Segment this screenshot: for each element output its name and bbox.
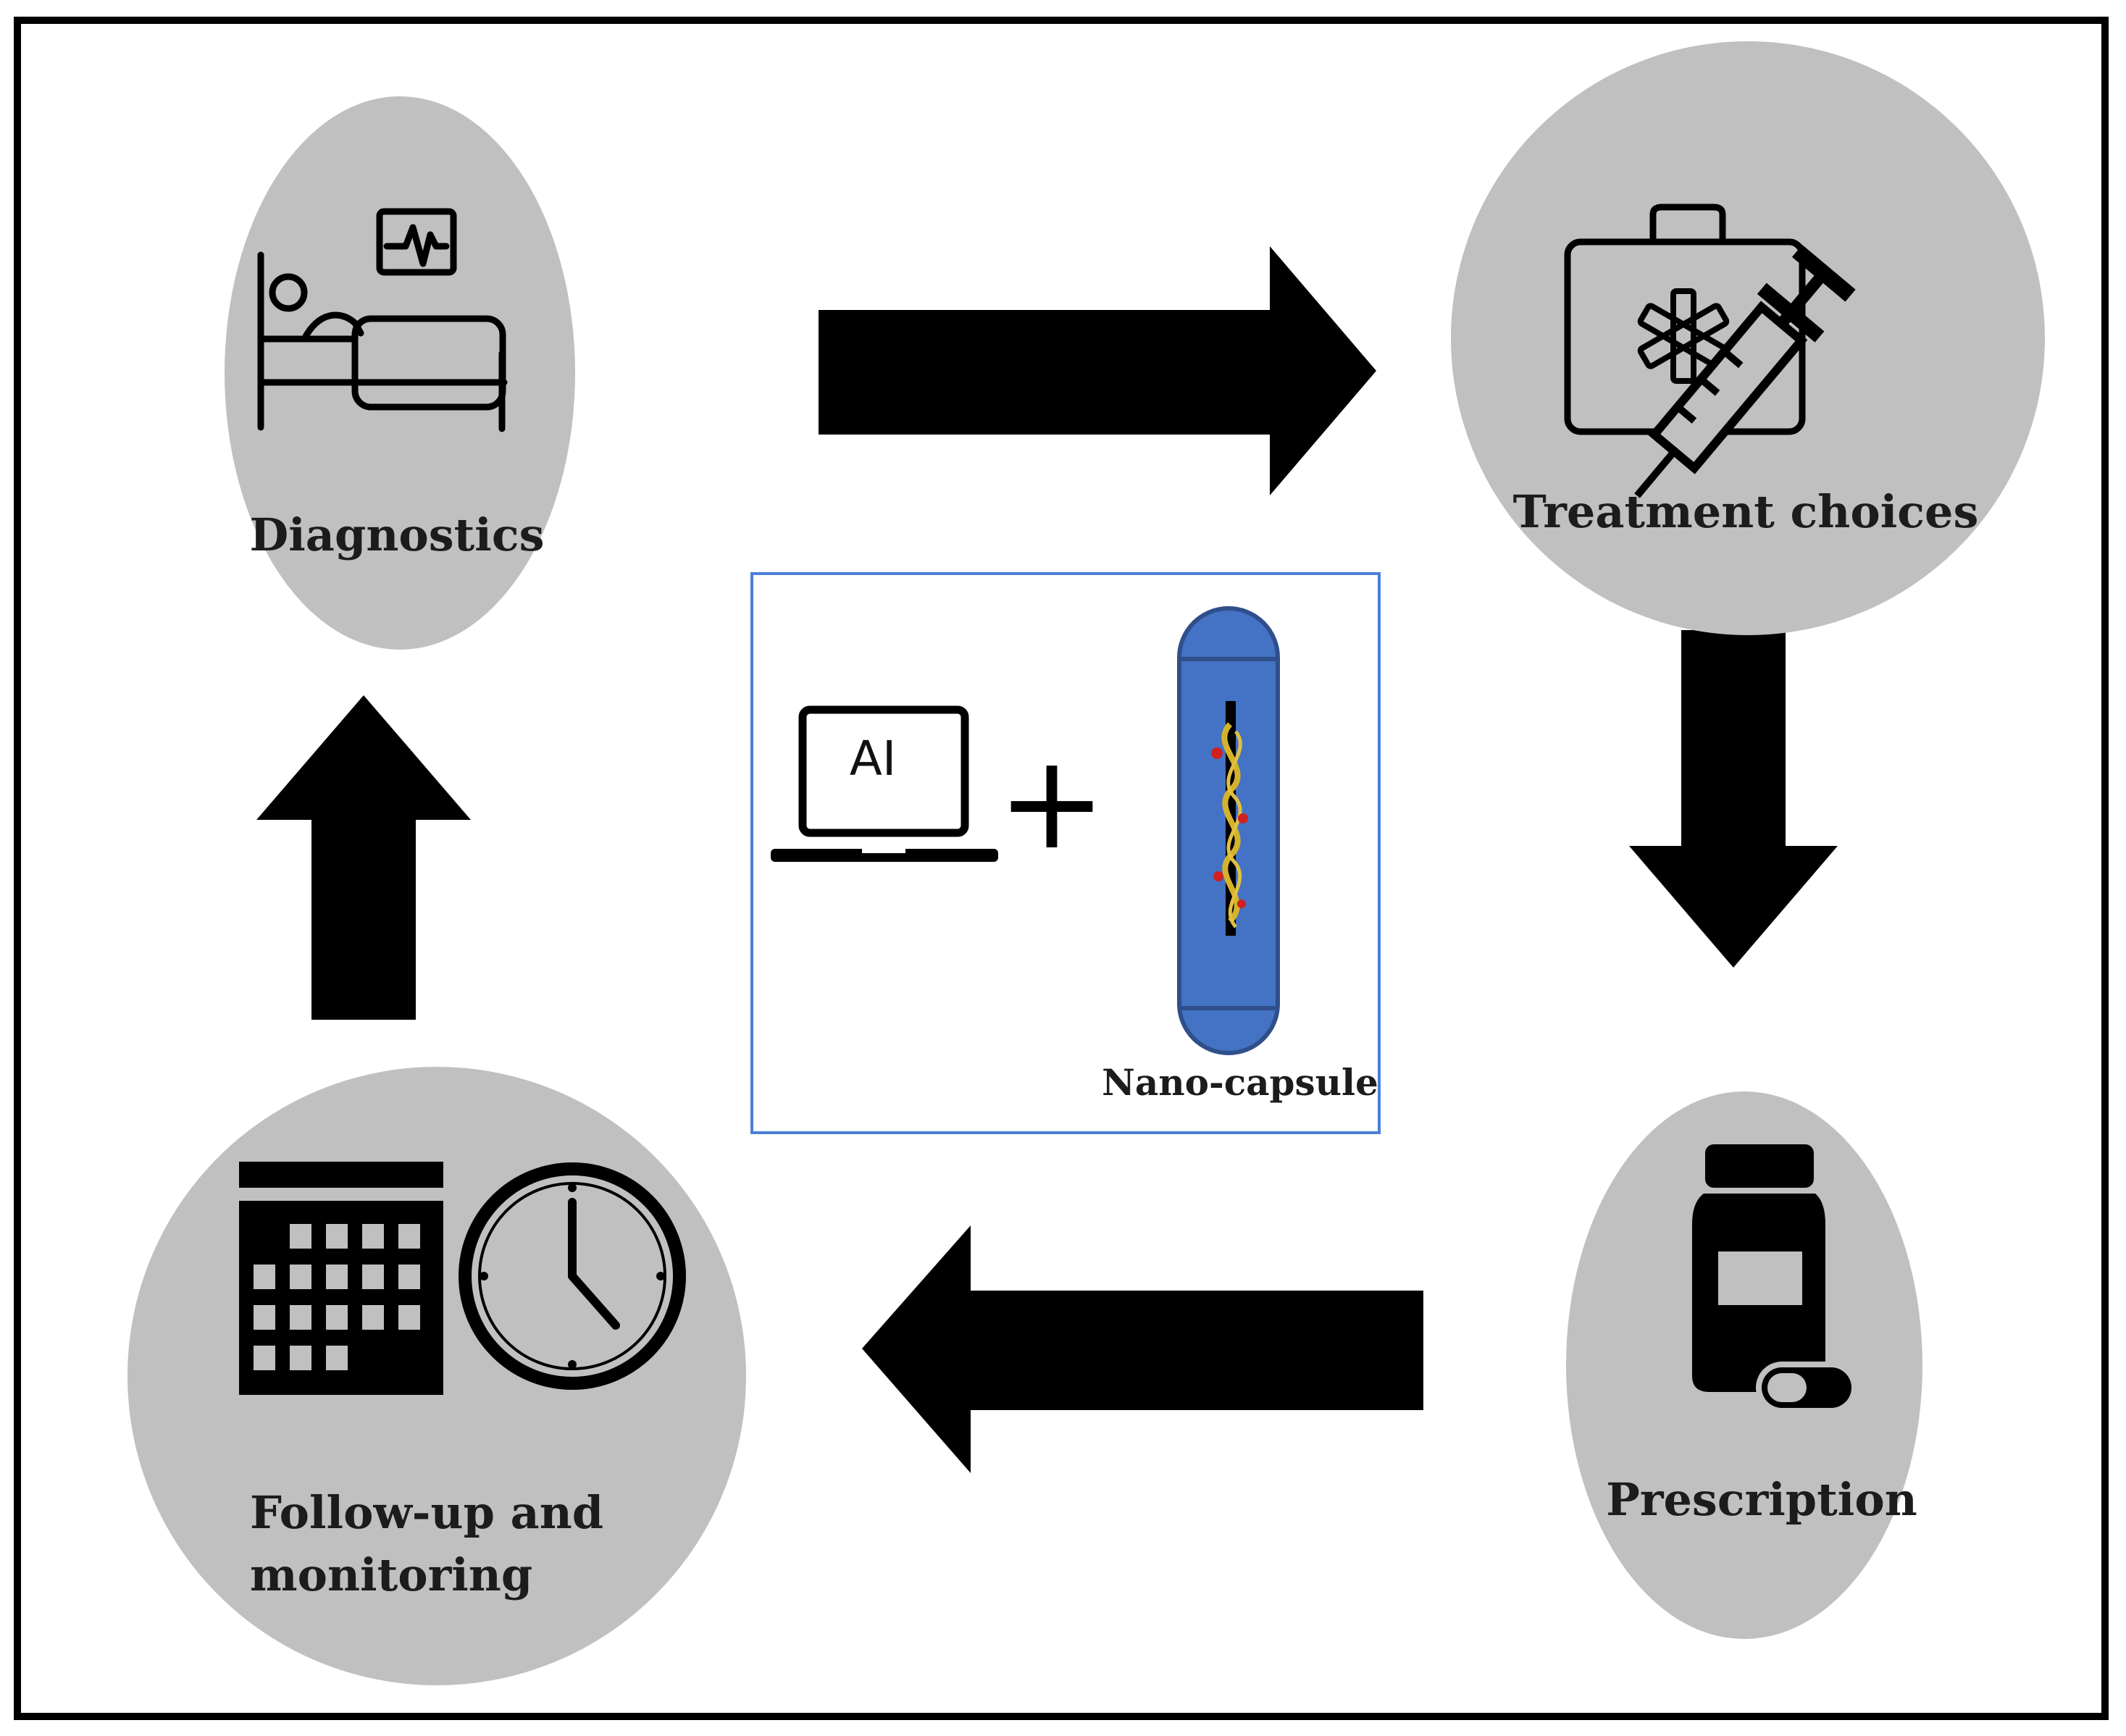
plus-sign: + [997,727,1107,879]
laptop-ai-text: AI [850,731,897,787]
calendar-day-cell [362,1224,384,1249]
calendar-day-cell [290,1305,311,1330]
calendar-day-cell [398,1305,420,1330]
followup-label-line1: Follow-up and [250,1486,603,1539]
patient-bed-monitor-icon [257,208,508,432]
calendar-day-cell [326,1346,348,1370]
calendar-day-cell [398,1265,420,1289]
calendar-day-cell [326,1305,348,1330]
arrow-up [256,695,471,1020]
arrow-left [862,1225,1423,1473]
treatment-label: Treatment choices [1513,485,1979,538]
diagnostics-label: Diagnostics [249,508,544,561]
node-diagnostics-bg [225,96,575,650]
node-prescription: Prescription [1566,1091,1922,1639]
calendar-day-cell [254,1265,275,1289]
calendar-day-cell [362,1305,384,1330]
laptop-icon: AI [771,705,998,862]
node-followup: Follow-up and monitoring [127,1067,746,1685]
arrow-down [1629,630,1838,968]
capsule-label: Nano-capsule [1102,1061,1378,1104]
calendar-day-cell [326,1265,348,1289]
pill-bottle-icon [1692,1144,1857,1414]
calendar-day-cell [398,1224,420,1249]
calendar-day-cell [254,1305,275,1330]
calendar-day-cell [290,1224,311,1249]
prescription-label: Prescription [1606,1473,1917,1526]
followup-label-line2: monitoring [250,1548,532,1601]
syringe-icon [1634,245,1856,498]
calendar-day-cell [326,1224,348,1249]
nano-capsule-icon [1177,606,1280,1055]
clock-icon [459,1162,686,1390]
calendar-icon [239,1162,443,1395]
center-box: AI + Nano-capsule [750,572,1381,1134]
node-diagnostics: Diagnostics [225,96,575,650]
calendar-day-cell [254,1346,275,1370]
calendar-day-cell [290,1265,311,1289]
node-treatment-choices: Treatment choices [1451,41,2045,635]
arrow-right [819,246,1376,495]
calendar-day-cell [290,1346,311,1370]
calendar-day-cell [362,1265,384,1289]
